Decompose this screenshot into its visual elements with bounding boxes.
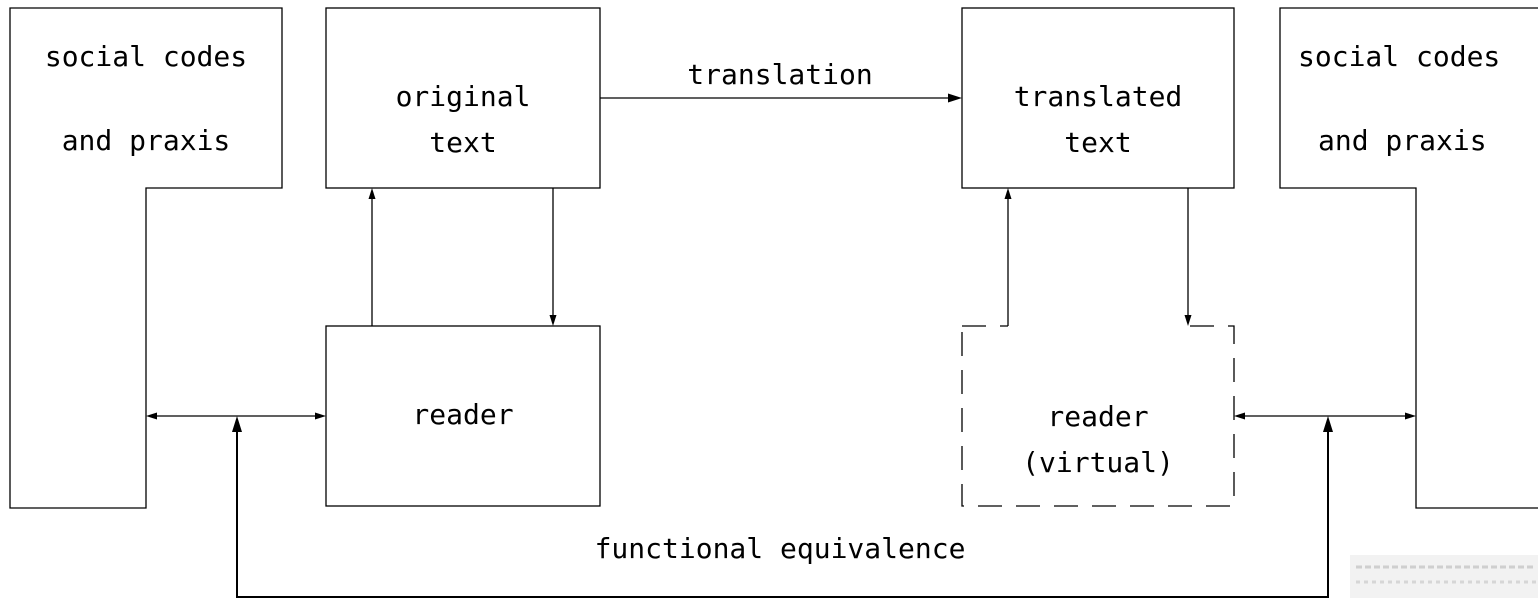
original-to-reader-arrowhead (549, 315, 557, 326)
virtual-reader-gap (1008, 320, 1188, 332)
functional-equivalence-bracket (236, 430, 1329, 598)
right-social-codes-line2: and praxis (1318, 124, 1487, 157)
translation-arrowhead (948, 93, 962, 103)
virtual-reader-to-translated-arrowhead (1004, 188, 1012, 199)
translation-label: translation (687, 58, 872, 91)
left-social-codes-line1: social codes (45, 40, 247, 73)
right-context-arrowhead-right (1405, 412, 1416, 420)
left-context-arrowhead-left (146, 412, 157, 420)
translated-text-box (961, 7, 1235, 189)
right-social-codes-box (1279, 7, 1538, 509)
original-text-line1: original (396, 80, 531, 113)
left-social-codes-box (9, 7, 283, 509)
reader-label: reader (412, 398, 513, 431)
functional-equivalence-arrowhead-right (1323, 416, 1333, 432)
functional-equivalence-label: functional equivalence (595, 532, 966, 565)
original-text-line2: text (429, 126, 496, 159)
left-context-arrowhead-right (315, 412, 326, 420)
scan-artifact (1350, 555, 1538, 598)
left-social-codes-line2: and praxis (62, 124, 231, 157)
right-social-codes-line1: social codes (1298, 40, 1500, 73)
translated-text-line2: text (1064, 126, 1131, 159)
reader-to-original-arrowhead (368, 188, 376, 199)
functional-equivalence-arrowhead-left (232, 416, 242, 432)
virtual-reader-line2: (virtual) (1022, 446, 1174, 479)
right-context-arrowhead-left (1234, 412, 1245, 420)
virtual-reader-line1: reader (1047, 400, 1148, 433)
translated-to-virtual-reader-arrowhead (1184, 315, 1192, 326)
translated-text-line1: translated (1014, 80, 1183, 113)
